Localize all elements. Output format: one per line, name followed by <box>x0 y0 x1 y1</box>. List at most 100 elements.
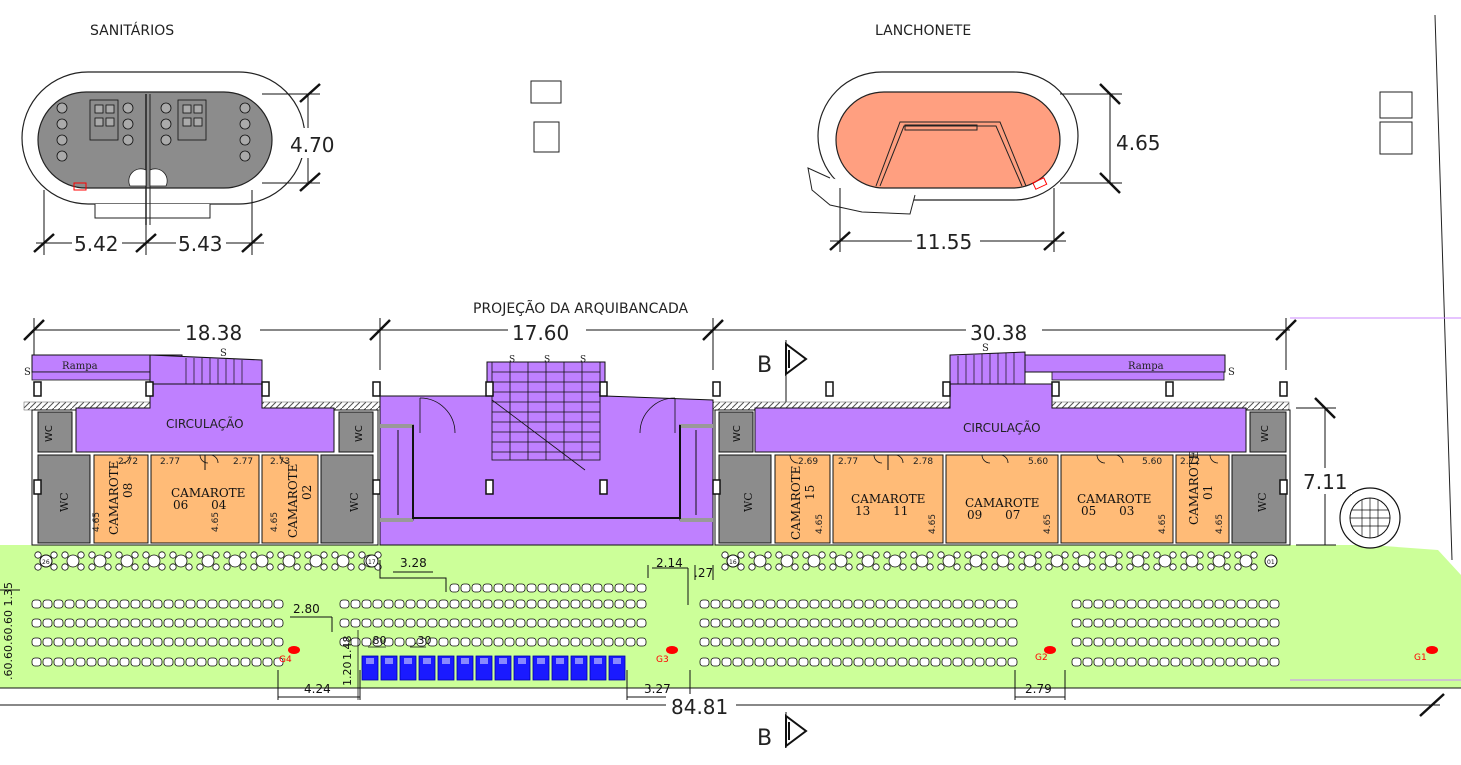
accessible-seat-mark <box>499 658 507 664</box>
lanchonete-pavilion <box>807 71 1079 215</box>
wc-label: WC <box>348 492 361 512</box>
dim-120: 1.20 <box>341 662 354 687</box>
table-set <box>775 551 799 571</box>
table-set <box>1072 551 1096 571</box>
stair-label: S <box>509 355 515 365</box>
dim-lan-width: 11.55 <box>915 230 972 254</box>
camarote-0907-num: 09 07 <box>967 508 1020 522</box>
table-set <box>115 551 139 571</box>
seat-row <box>699 657 1018 667</box>
circulacao-right: CIRCULAÇÃO <box>963 420 1041 435</box>
table-set <box>61 551 85 571</box>
table-marker-17: 17 <box>368 559 376 566</box>
right-block <box>712 351 1401 549</box>
table-set <box>991 551 1015 571</box>
table-markers <box>39 554 1278 568</box>
gate-g2: G2 <box>1035 653 1048 663</box>
table-set <box>277 551 301 571</box>
table-set <box>802 551 826 571</box>
heading-lanchonete: LANCHONETE <box>875 23 971 39</box>
table-set <box>142 551 166 571</box>
table-set <box>250 551 274 571</box>
dim-424: 4.24 <box>304 682 331 696</box>
seat-row <box>699 599 1018 609</box>
wc-label: WC <box>44 425 55 442</box>
dim-san-w1: 5.42 <box>74 232 119 256</box>
wc-label: WC <box>1256 492 1269 512</box>
dim-depth: 7.11 <box>1303 470 1348 494</box>
seat-row <box>339 637 647 647</box>
camarote-01-num: 01 <box>1201 485 1215 500</box>
table-set <box>88 551 112 571</box>
dim-san-w2: 5.43 <box>178 232 223 256</box>
seat-row <box>31 599 284 609</box>
camarote-02-name: CAMAROTE <box>286 464 300 538</box>
tables-row-right <box>721 551 1258 571</box>
table-set <box>169 551 193 571</box>
dim-total: 84.81 <box>671 695 728 719</box>
middle-block <box>379 361 714 546</box>
terrace-steps <box>0 560 714 605</box>
dim-seg1: 18.38 <box>185 321 242 345</box>
dim-148: 1.48 <box>341 636 354 661</box>
table-set <box>937 551 961 571</box>
stair-label: S <box>220 348 227 359</box>
marker-square <box>530 80 562 104</box>
camarote-15-h: 4.65 <box>815 514 825 534</box>
dim-30: .30 <box>414 634 432 647</box>
accessible-seats <box>361 655 626 681</box>
dim-328: 3.28 <box>400 556 427 570</box>
table-set <box>1018 551 1042 571</box>
table-set <box>1234 551 1258 571</box>
accessible-seat-mark <box>385 658 393 664</box>
table-marker-16: 16 <box>729 559 737 566</box>
camarote-0604-name: CAMAROTE <box>171 486 245 500</box>
seat-row <box>1071 637 1280 647</box>
marker-square <box>1379 121 1413 155</box>
camarote-0503-h: 4.65 <box>1158 514 1168 534</box>
table-set <box>1045 551 1069 571</box>
dim-san-height: 4.70 <box>290 133 335 157</box>
camarote-01-w: 2.72 <box>1180 457 1200 467</box>
camarote-15-w: 2.69 <box>798 457 818 467</box>
seat-row <box>31 618 284 628</box>
accessible-seat-mark <box>556 658 564 664</box>
dim-seg3: 30.38 <box>970 321 1027 345</box>
gate-markers <box>288 646 1438 654</box>
gate-g4: G4 <box>279 655 292 665</box>
dim-280: 2.80 <box>293 602 320 616</box>
table-marker-01: 01 <box>1267 559 1275 566</box>
dim-279: 2.79 <box>1025 682 1052 696</box>
heading-sanitarios: SANITÁRIOS <box>90 22 174 39</box>
camarote-0503-num: 05 03 <box>1081 504 1134 518</box>
seat-row <box>1071 618 1280 628</box>
camarote-1311-num: 13 11 <box>855 504 908 518</box>
camarote-08-num: 08 <box>121 483 135 498</box>
dim-214: 2.14 <box>656 556 683 570</box>
table-set <box>1180 551 1204 571</box>
stair-label: S <box>24 367 31 378</box>
camarote-02-w: 2.73 <box>270 457 290 467</box>
camarote-15-name: CAMAROTE <box>789 466 803 540</box>
camarote-02-h: 4.65 <box>270 512 280 532</box>
accessible-seat-mark <box>423 658 431 664</box>
table-set <box>304 551 328 571</box>
circulacao-left: CIRCULAÇÃO <box>166 416 244 431</box>
camarote-08-name: CAMAROTE <box>107 461 121 535</box>
heading-projecao: PROJEÇÃO DA ARQUIBANCADA <box>473 300 689 317</box>
table-set <box>223 551 247 571</box>
stair-label: S <box>1228 367 1235 378</box>
seat-row <box>1071 657 1280 667</box>
seat-row <box>699 618 1018 628</box>
accessible-seat-mark <box>461 658 469 664</box>
table-set <box>331 551 355 571</box>
camarote-0503-name: CAMAROTE <box>1077 492 1151 506</box>
dim-327: 3.27 <box>644 682 671 696</box>
left-block <box>31 354 381 546</box>
seat-row <box>31 657 284 667</box>
camarote-02-num: 02 <box>300 485 314 500</box>
camarote-13-w: 2.77 <box>838 457 858 467</box>
green-terrace <box>0 545 1461 688</box>
camarote-0907-w: 5.60 <box>1028 457 1048 467</box>
seat-row <box>339 599 647 609</box>
